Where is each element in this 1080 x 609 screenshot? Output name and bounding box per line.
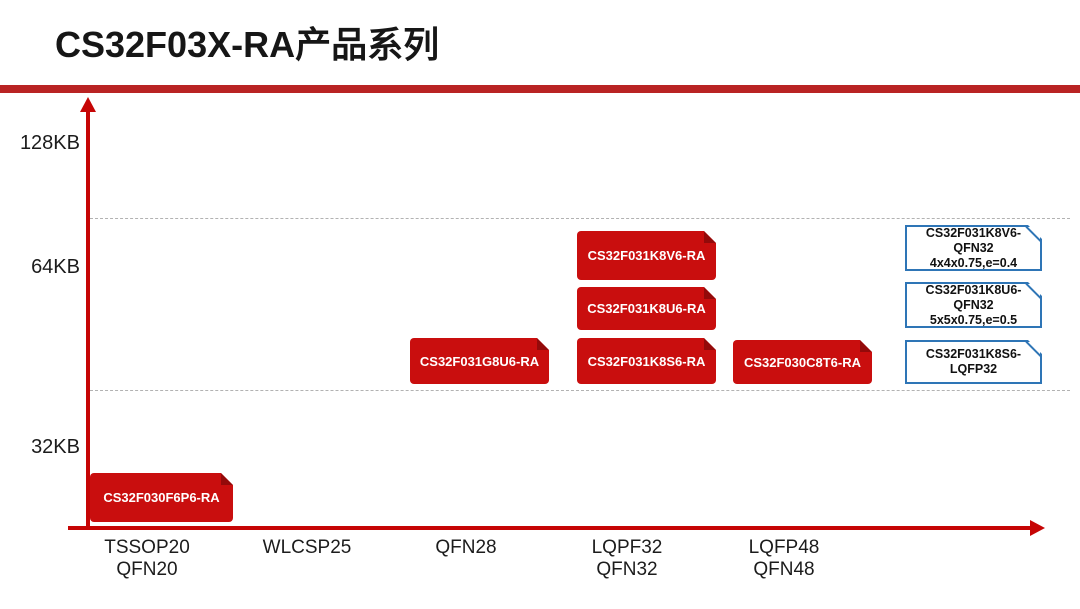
y-tick-64kb: 64KB [31, 256, 80, 278]
callout-line3: 5x5x0.75,e=0.5 [929, 312, 1018, 327]
title-underline-rule [0, 85, 1080, 93]
x-tick-tssop20-qfn20: TSSOP20 QFN20 [62, 537, 232, 581]
callout-line2: QFN32 [953, 297, 994, 312]
callout-line1: CS32F031K8V6- [925, 225, 1022, 240]
x-axis-line [68, 526, 1032, 530]
x-tick-lqfp48-qfn48: LQFP48 QFN48 [699, 537, 869, 581]
callout-box-k8s6-lqfp32: CS32F031K8S6- LQFP32 [905, 340, 1042, 384]
x-tick-lqpf32-qfn32: LQPF32 QFN32 [542, 537, 712, 581]
x-tick-line1: LQPF32 [591, 537, 663, 558]
callout-line2: QFN32 [953, 240, 994, 255]
x-tick-qfn28: QFN28 [381, 537, 551, 559]
product-box-cs32f030f6p6: CS32F030F6P6-RA [90, 473, 233, 522]
gridline-lower [90, 390, 1070, 391]
callout-line3: 4x4x0.75,e=0.4 [929, 255, 1018, 270]
product-box-cs32f030c8t6: CS32F030C8T6-RA [733, 340, 872, 384]
callout-line2: LQFP32 [949, 362, 998, 376]
product-box-cs32f031k8u6: CS32F031K8U6-RA [577, 287, 716, 330]
callout-box-k8u6-qfn32: CS32F031K8U6- QFN32 5x5x0.75,e=0.5 [905, 282, 1042, 328]
product-box-cs32f031g8u6: CS32F031G8U6-RA [410, 338, 549, 384]
y-tick-32kb: 32KB [31, 436, 80, 458]
x-tick-line1: LQFP48 [748, 537, 820, 558]
y-axis-line [86, 110, 90, 530]
page-title: CS32F03X-RA产品系列 [55, 24, 440, 65]
callout-line1: CS32F031K8S6- [925, 347, 1022, 361]
x-tick-line2: QFN32 [596, 559, 658, 580]
callout-line1: CS32F031K8U6- [925, 282, 1022, 297]
x-axis-arrow-right-icon [1030, 520, 1045, 536]
product-box-cs32f031k8v6: CS32F031K8V6-RA [577, 231, 716, 280]
x-tick-line1: TSSOP20 [104, 537, 190, 558]
x-tick-line2: QFN20 [116, 559, 178, 580]
product-box-cs32f031k8s6: CS32F031K8S6-RA [577, 338, 716, 384]
x-tick-wlcsp25: WLCSP25 [222, 537, 392, 559]
gridline-upper [90, 218, 1070, 219]
y-tick-128kb: 128KB [19, 132, 80, 154]
callout-box-k8v6-qfn32: CS32F031K8V6- QFN32 4x4x0.75,e=0.4 [905, 225, 1042, 271]
x-tick-line1: QFN28 [435, 537, 497, 558]
x-tick-line1: WLCSP25 [262, 537, 352, 558]
x-tick-line2: QFN48 [753, 559, 815, 580]
y-axis-arrow-up-icon [80, 97, 96, 112]
